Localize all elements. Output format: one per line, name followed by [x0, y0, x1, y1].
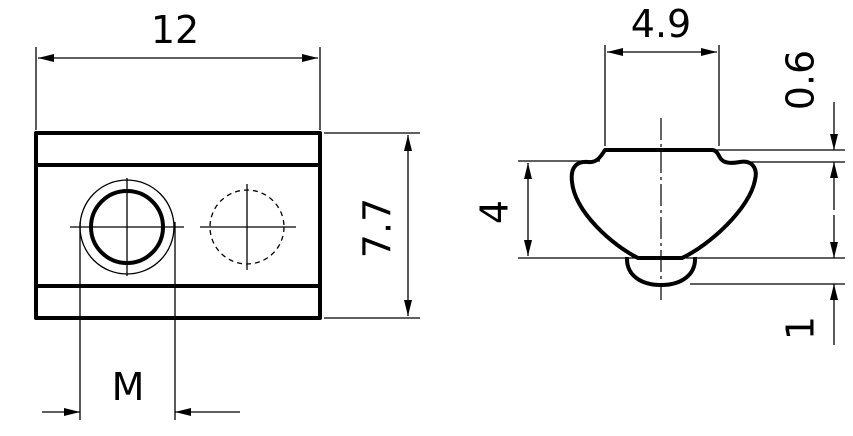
profile-body [569, 148, 758, 260]
profile-width-label: 4.9 [631, 2, 691, 46]
profile-height-label: 4 [473, 200, 517, 224]
front-view: 12 7.7 M [34, 8, 420, 420]
bottom-offset-label: 1 [779, 316, 823, 340]
side-view: 4.9 4 0.6 1 [473, 2, 845, 345]
thread-label: M [112, 365, 145, 409]
nut-outline [34, 131, 322, 320]
top-offset-label: 0.6 [779, 50, 823, 110]
height-label: 7.7 [356, 198, 400, 258]
length-label: 12 [151, 8, 199, 52]
